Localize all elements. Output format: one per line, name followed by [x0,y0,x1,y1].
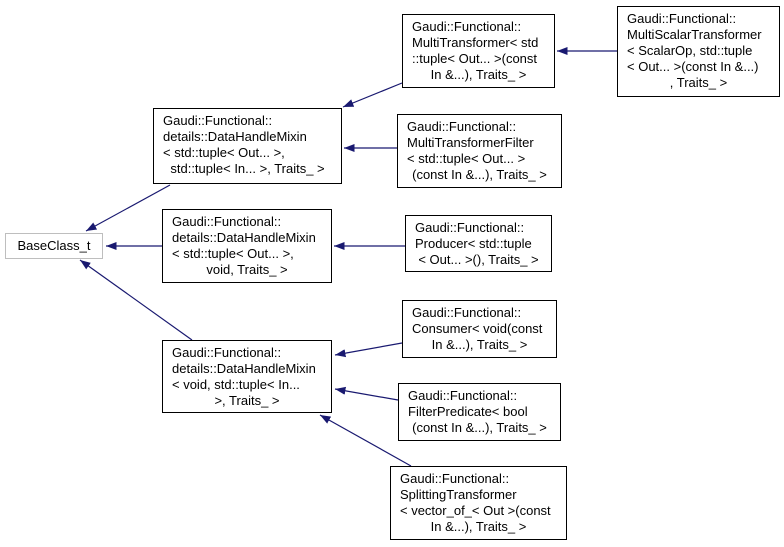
class-node-splittingtransformer[interactable]: Gaudi::Functional:: SplittingTransformer… [390,466,567,540]
class-label-line: < Out... >(const In &...) [627,59,759,74]
class-label-line: < ScalarOp, std::tuple [627,43,753,58]
class-label-line: In &...), Traits_ > [431,337,528,352]
class-label-line: BaseClass_t [17,238,91,253]
inheritance-arrow-datahandlemixin-out-in-to-baseclass [85,184,171,232]
class-node-multitransformer[interactable]: Gaudi::Functional:: MultiTransformer< st… [402,14,555,88]
class-label-line: Gaudi::Functional:: [172,214,282,229]
class-node-producer[interactable]: Gaudi::Functional:: Producer< std::tuple… [405,215,552,272]
class-label-line: Gaudi::Functional:: [412,305,522,320]
class-label-line: (const In &...), Traits_ > [412,167,547,182]
class-label-line: MultiTransformerFilter [407,135,534,150]
class-label-line: std::tuple< In... >, Traits_ > [170,161,325,176]
class-label-line: < vector_of_< Out >(const [400,503,551,518]
class-label-line: void, Traits_ > [206,262,288,277]
class-label-line: In &...), Traits_ > [430,67,527,82]
inheritance-arrow-filterpredicate-to-datahandlemixin-void-in [334,386,399,401]
class-node-datahandlemixin-out-void[interactable]: Gaudi::Functional:: details::DataHandleM… [162,209,332,283]
class-label-line: Producer< std::tuple [415,236,532,251]
class-label-line: < Out... >(), Traits_ > [418,252,539,267]
class-label-line: Gaudi::Functional:: [408,388,518,403]
class-label-line: < std::tuple< Out... > [407,151,526,166]
class-label-line: FilterPredicate< bool [408,404,528,419]
inheritance-arrow-consumer-to-datahandlemixin-void-in [334,342,403,358]
class-label-line: details::DataHandleMixin [172,230,316,245]
class-label-line: details::DataHandleMixin [163,129,307,144]
class-node-multiscalartransformer[interactable]: Gaudi::Functional:: MultiScalarTransform… [617,6,780,97]
class-label-line: Gaudi::Functional:: [412,19,522,34]
class-label-line: MultiScalarTransformer [627,27,762,42]
class-label-line: details::DataHandleMixin [172,361,316,376]
class-node-multitransformerfilter[interactable]: Gaudi::Functional:: MultiTransformerFilt… [397,114,562,188]
class-label-line: >, Traits_ > [214,393,280,408]
class-label-line: MultiTransformer< std [412,35,539,50]
class-node-baseclass-t: BaseClass_t [5,233,103,259]
class-label-line: Gaudi::Functional:: [163,113,273,128]
class-label-line: Gaudi::Functional:: [627,11,737,26]
class-label-line: Gaudi::Functional:: [407,119,517,134]
class-node-consumer[interactable]: Gaudi::Functional:: Consumer< void(const… [402,300,557,358]
inheritance-arrow-multitransformer-to-datahandlemixin-out-in [342,82,403,108]
class-label-line: < std::tuple< Out... >, [163,145,285,160]
class-label-line: ::tuple< Out... >(const [412,51,538,66]
class-node-datahandlemixin-void-in[interactable]: Gaudi::Functional:: details::DataHandleM… [162,340,332,413]
class-node-filterpredicate[interactable]: Gaudi::Functional:: FilterPredicate< boo… [398,383,561,441]
class-label-line: , Traits_ > [669,75,728,90]
class-label-line: Gaudi::Functional:: [400,471,510,486]
class-label-line: (const In &...), Traits_ > [412,420,547,435]
class-label-line: Gaudi::Functional:: [172,345,282,360]
class-label-line: Consumer< void(const [412,321,543,336]
class-label-line: SplittingTransformer [400,487,517,502]
class-node-datahandlemixin-out-in[interactable]: Gaudi::Functional:: details::DataHandleM… [153,108,342,184]
class-label-line: In &...), Traits_ > [430,519,527,534]
class-label-line: Gaudi::Functional:: [415,220,525,235]
class-label-line: < std::tuple< Out... >, [172,246,294,261]
class-label-line: < void, std::tuple< In... [172,377,300,392]
